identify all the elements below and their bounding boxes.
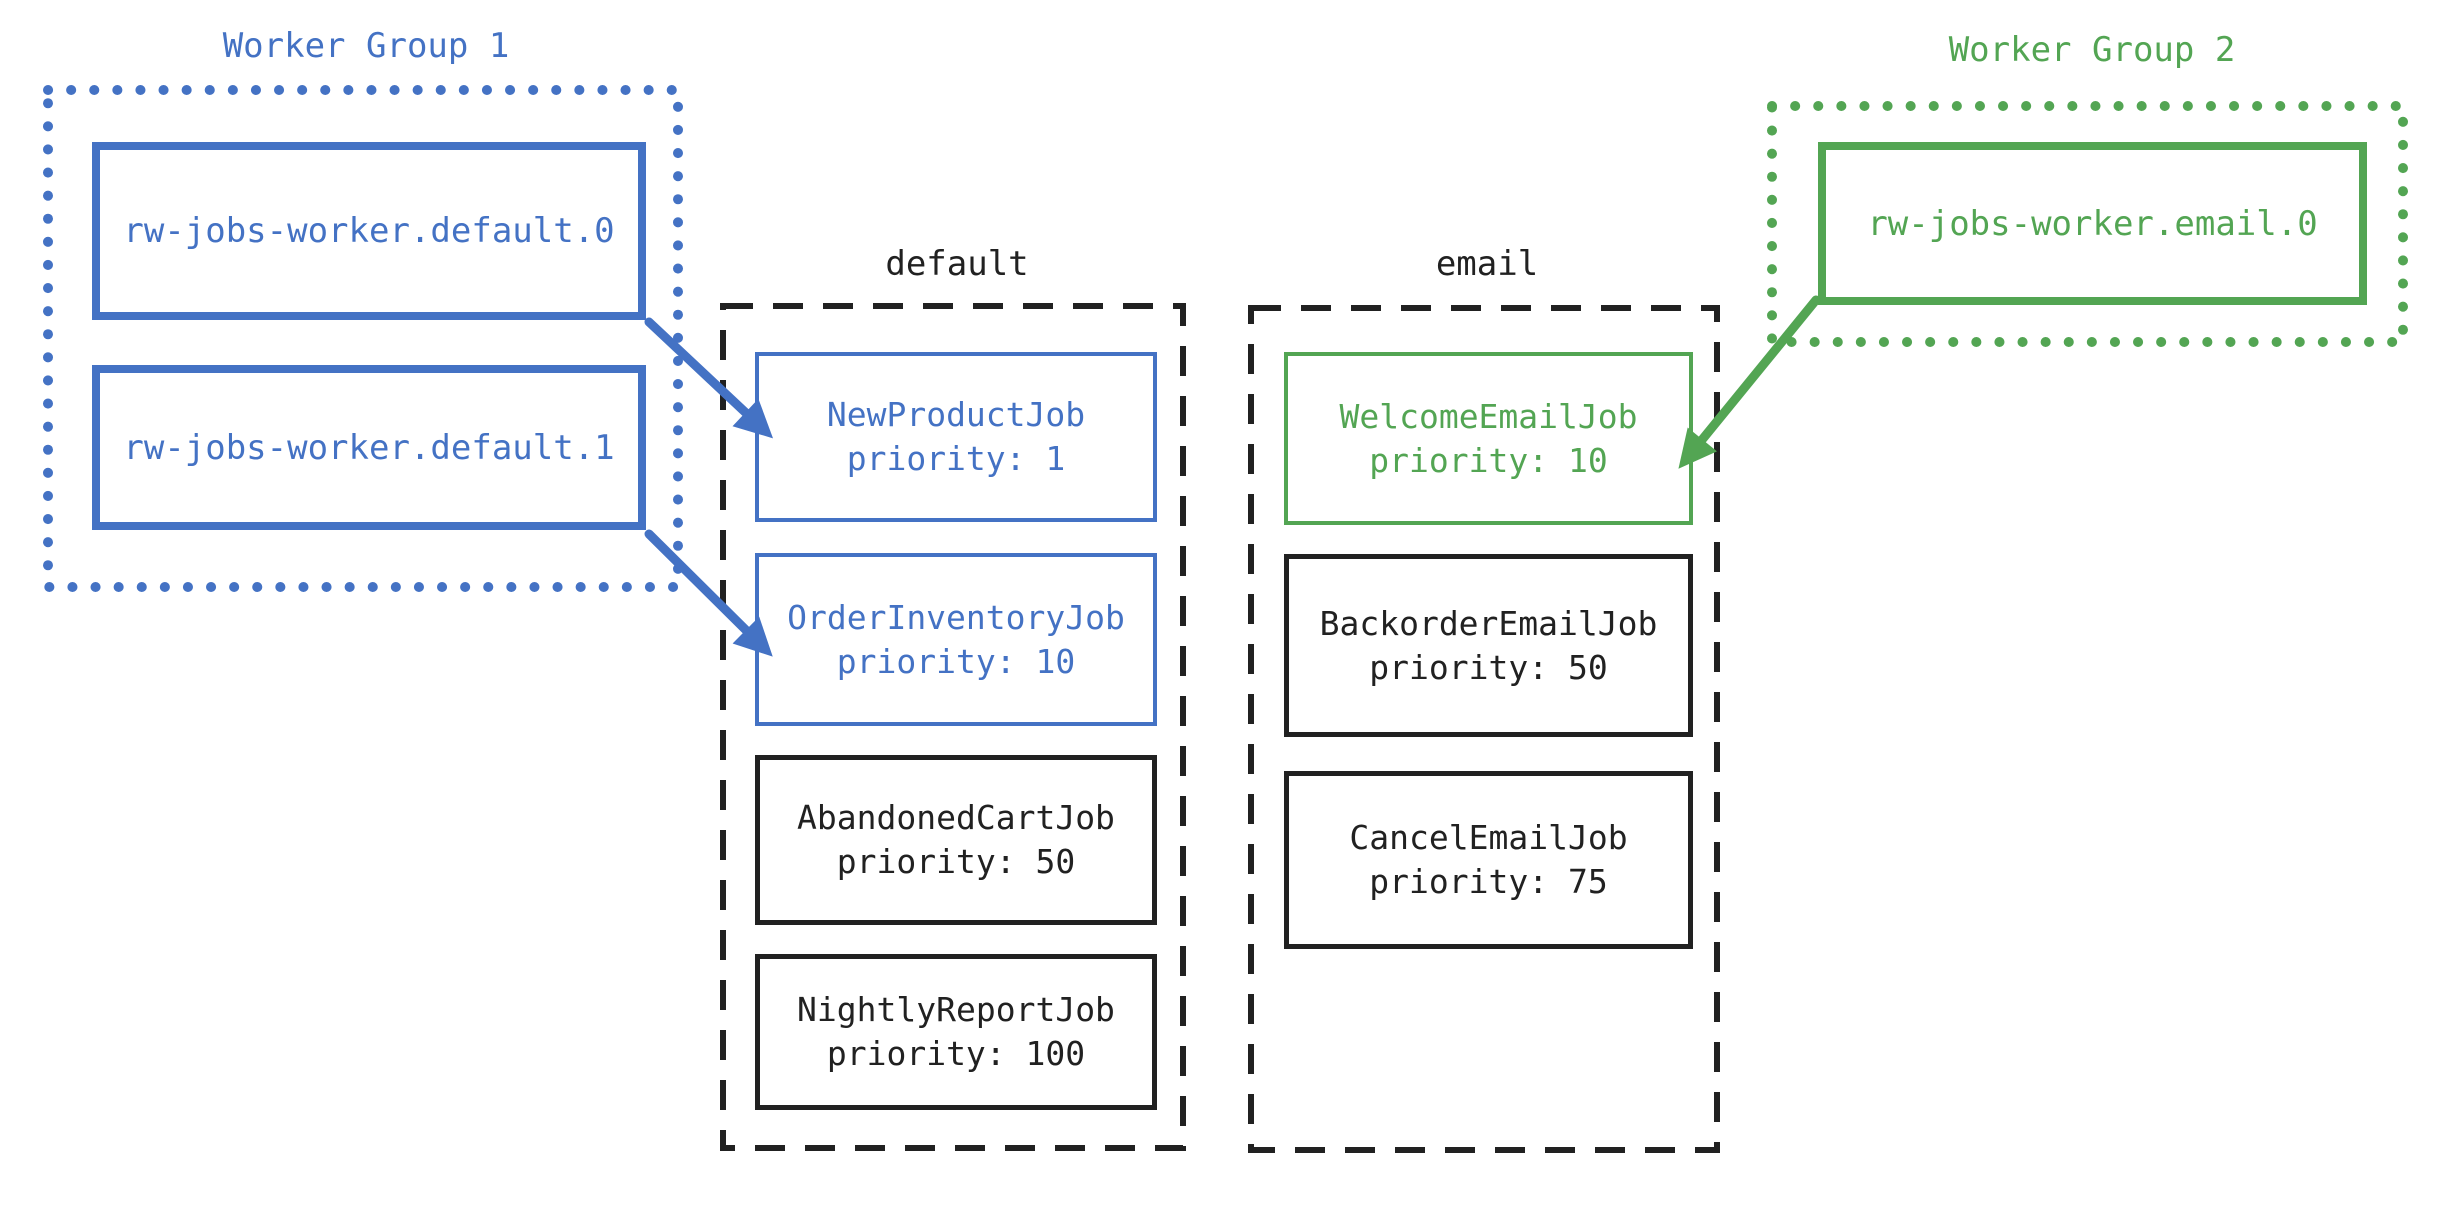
queue-email-title: email xyxy=(1435,244,1539,284)
job-name: CancelEmailJob xyxy=(1349,818,1628,858)
job-name: AbandonedCartJob xyxy=(797,798,1115,838)
worker-name: rw-jobs-worker.default.0 xyxy=(123,211,615,251)
worker-group-1-title: Worker Group 1 xyxy=(222,26,510,66)
job-priority: priority: 50 xyxy=(1369,647,1608,687)
job-priority: priority: 10 xyxy=(1369,440,1608,480)
job-name: OrderInventoryJob xyxy=(787,597,1125,637)
queue-default-title: default xyxy=(885,244,1029,284)
job-name: NewProductJob xyxy=(826,395,1086,435)
worker-box-rw-jobs-worker-default-1: rw-jobs-worker.default.1 xyxy=(92,365,646,530)
job-priority: priority: 50 xyxy=(836,842,1076,881)
job-name: WelcomeEmailJob xyxy=(1339,396,1638,436)
worker-group-2-title: Worker Group 2 xyxy=(1948,30,2236,70)
worker-box-rw-jobs-worker-email-0: rw-jobs-worker.email.0 xyxy=(1818,142,2367,305)
edge-worker-email-0-to-welcomeemailjob xyxy=(1678,295,1821,469)
job-box-newproductjob: NewProductJob priority: 1 xyxy=(755,352,1157,522)
edge-worker-default-0-to-newproductjob xyxy=(644,317,774,439)
job-box-nightlyreportjob: NightlyReportJob priority: 100 xyxy=(755,954,1157,1110)
worker-box-rw-jobs-worker-default-0: rw-jobs-worker.default.0 xyxy=(92,142,646,320)
job-box-cancelemailjob: CancelEmailJob priority: 75 xyxy=(1284,771,1693,949)
job-priority: priority: 100 xyxy=(826,1034,1086,1073)
job-box-abandonedcartjob: AbandonedCartJob priority: 50 xyxy=(755,755,1157,925)
worker-name: rw-jobs-worker.default.1 xyxy=(123,427,615,468)
job-priority: priority: 1 xyxy=(846,439,1066,478)
job-box-welcomeemailjob: WelcomeEmailJob priority: 10 xyxy=(1284,352,1693,525)
job-priority: priority: 10 xyxy=(836,641,1076,681)
job-box-backorderemailjob: BackorderEmailJob priority: 50 xyxy=(1284,554,1693,737)
job-name: BackorderEmailJob xyxy=(1319,603,1658,643)
job-name: NightlyReportJob xyxy=(797,990,1115,1030)
edge-worker-default-1-to-orderinventoryjob xyxy=(644,529,773,657)
job-box-orderinventoryjob: OrderInventoryJob priority: 10 xyxy=(755,553,1157,726)
job-priority: priority: 75 xyxy=(1369,862,1608,901)
worker-name: rw-jobs-worker.email.0 xyxy=(1867,203,2318,244)
